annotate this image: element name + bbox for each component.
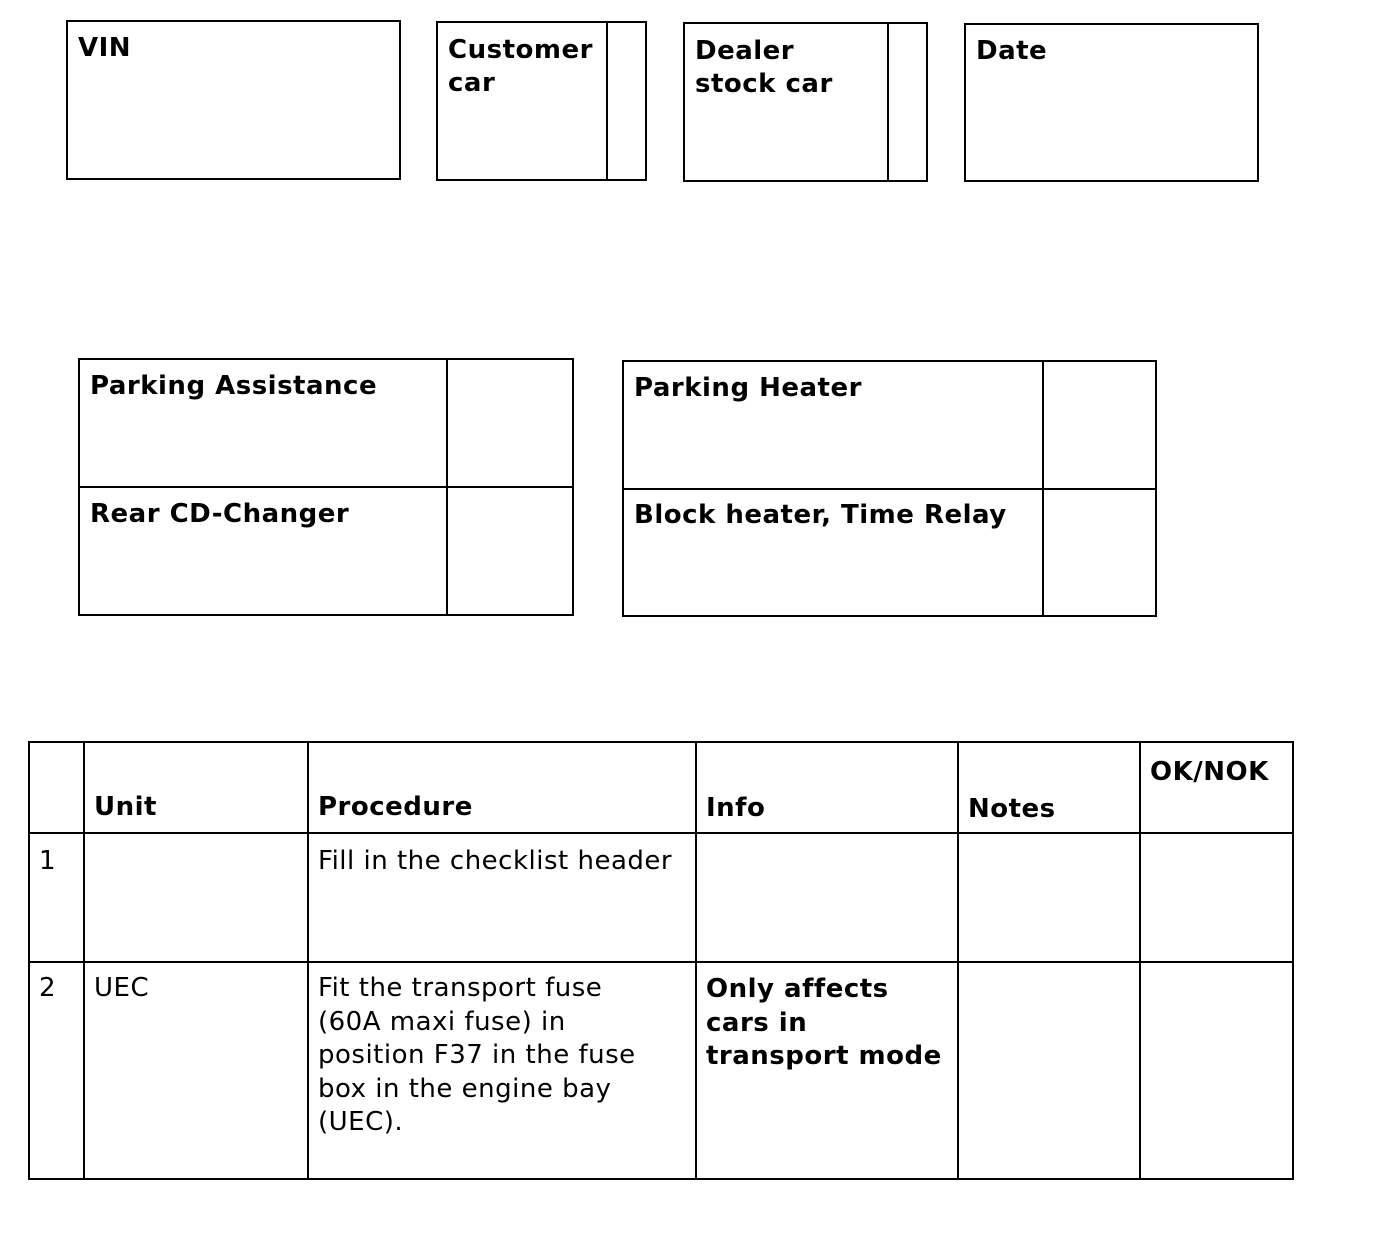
dealer-stock-car-box: Dealer stock car (683, 22, 928, 182)
col-divider-number-unit (83, 741, 85, 1180)
block-heater-label: Block heater, Time Relay (634, 500, 1007, 530)
col-divider-notes-ok (1139, 741, 1141, 1180)
block-heater-checkbox[interactable] (1044, 490, 1155, 615)
col-divider-info-notes (957, 741, 959, 1180)
dealer-stock-car-checkbox[interactable] (889, 24, 926, 180)
options-left-col-divider (446, 360, 448, 614)
customer-car-divider (606, 23, 608, 179)
dealer-stock-divider (887, 24, 889, 180)
row-info-line: Only affects (706, 974, 889, 1004)
row-procedure-line: position F37 in the fuse (318, 1040, 636, 1070)
row-info-line: transport mode (706, 1041, 942, 1071)
row-procedure-line: Fit the transport fuse (318, 973, 603, 1003)
options-left-group: Parking Assistance Rear CD-Changer (78, 358, 574, 616)
row-ok-nok-cell[interactable] (1141, 963, 1292, 1178)
vin-label: VIN (78, 33, 132, 63)
options-right-col-divider (1042, 362, 1044, 615)
dealer-stock-label-line2: stock car (695, 69, 833, 99)
row-ok-nok-cell[interactable] (1141, 834, 1292, 961)
parking-heater-label: Parking Heater (634, 373, 862, 403)
row-procedure-line: Fill in the checklist header (318, 846, 673, 876)
row-info-line: cars in (706, 1007, 808, 1038)
column-header-procedure: Procedure (318, 792, 473, 822)
options-right-row-divider (624, 488, 1155, 490)
row-procedure-line: (UEC). (318, 1107, 404, 1137)
header-row-divider (28, 832, 1294, 834)
dealer-stock-label-line1: Dealer (695, 36, 795, 66)
table-bottom-border (28, 1178, 1294, 1180)
row-procedure-line: box in the engine bay (318, 1073, 612, 1104)
options-right-group: Parking Heater Block heater, Time Relay (622, 360, 1157, 617)
customer-car-label-line1: Customer (448, 35, 593, 65)
column-header-notes: Notes (968, 794, 1056, 824)
options-left-row-divider (80, 486, 572, 488)
parking-heater-checkbox[interactable] (1044, 362, 1155, 488)
column-header-ok-nok: OK/NOK (1150, 757, 1269, 787)
col-divider-unit-procedure (307, 741, 309, 1180)
rear-cd-changer-label: Rear CD-Changer (90, 499, 350, 529)
customer-car-checkbox[interactable] (608, 23, 645, 179)
table-top-border (28, 741, 1294, 743)
table-left-border (28, 741, 30, 1180)
column-header-unit: Unit (94, 792, 157, 822)
column-header-info: Info (706, 793, 766, 823)
col-divider-procedure-info (695, 741, 697, 1180)
row-procedure-line: (60A maxi fuse) in (318, 1006, 566, 1037)
date-field-box[interactable]: Date (964, 23, 1259, 182)
checklist-table: Unit Procedure Info Notes OK/NOK 1 Fill … (28, 741, 1294, 1181)
customer-car-box: Customer car (436, 21, 647, 181)
date-label: Date (976, 36, 1048, 66)
row-notes-cell[interactable] (959, 963, 1137, 1178)
parking-assistance-checkbox[interactable] (448, 360, 572, 486)
customer-car-label-line2: car (448, 68, 496, 98)
row-number: 1 (39, 846, 57, 876)
rear-cd-changer-checkbox[interactable] (448, 488, 572, 614)
parking-assistance-label: Parking Assistance (90, 371, 378, 401)
row-unit: UEC (94, 973, 150, 1003)
row-1-divider (28, 961, 1294, 963)
row-number: 2 (39, 973, 57, 1003)
row-notes-cell[interactable] (959, 834, 1137, 961)
vin-field-box[interactable]: VIN (66, 20, 401, 180)
table-right-border (1292, 741, 1294, 1180)
